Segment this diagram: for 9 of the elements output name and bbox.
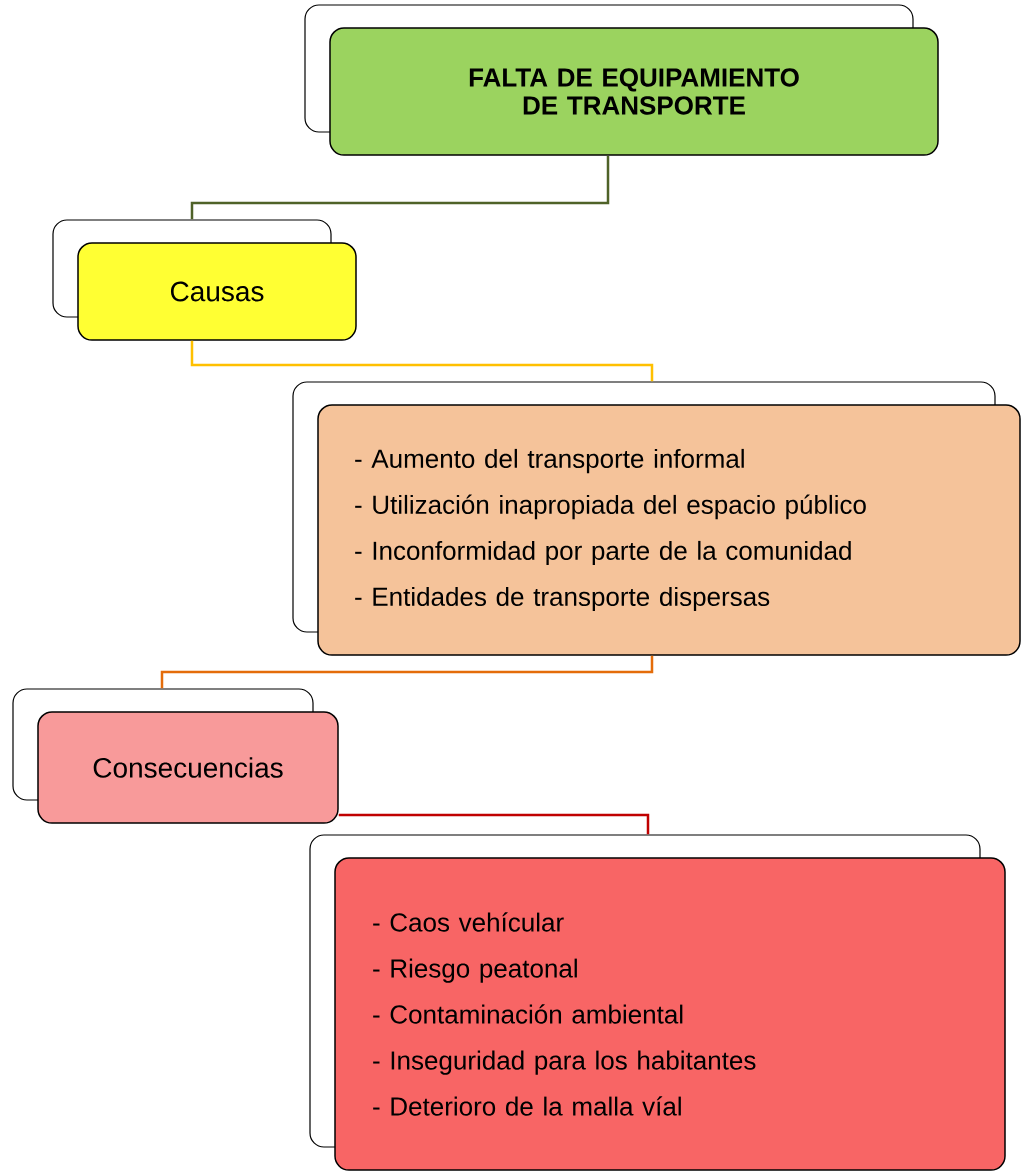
text-box: Causas [52,219,357,341]
connector-line [338,813,650,835]
connector-line [190,155,610,220]
connector-line [190,340,654,382]
text-box: - Aumento del transporte informal - Utilización inapropiada del espacio público - Inconformidad por parte de la comunidad - Entidades de transporte dispersas [292,381,1021,656]
text-box: - Caos vehícular - Riesgo peatonal - Contaminación ambiental - Inseguridad para los habitantes - Deterioro de la malla víal [309,834,1006,1171]
text-box: Consecuencias [12,688,339,824]
connector-line [160,655,654,689]
text-box: FALTA DE EQUIPAMIENTO DE TRANSPORTE [304,4,939,156]
